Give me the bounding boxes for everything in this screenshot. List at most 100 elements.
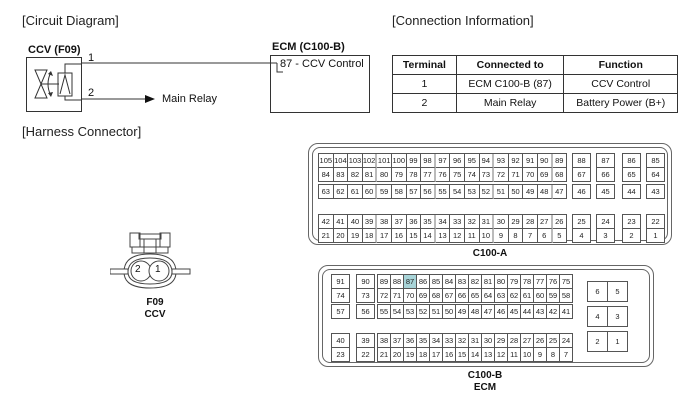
pin-22: 22 (357, 348, 375, 362)
pin-89: 89 (552, 154, 568, 168)
pin-54: 54 (450, 185, 465, 199)
pin-46: 46 (573, 185, 591, 199)
pin-77: 77 (421, 168, 436, 182)
pin-81: 81 (362, 168, 378, 182)
pin-21: 21 (319, 229, 334, 243)
ccv-pin-1 (148, 260, 170, 282)
pin-93: 93 (494, 154, 509, 168)
cell-terminal: 1 (392, 74, 457, 94)
pin-34: 34 (435, 215, 451, 229)
pin-25: 25 (573, 215, 591, 229)
pin-79: 79 (508, 275, 521, 289)
pin-24: 24 (597, 215, 615, 229)
table-row: 1 ECM C100-B (87) CCV Control (392, 74, 678, 94)
pin-29: 29 (495, 334, 508, 348)
pin-70: 70 (523, 168, 538, 182)
ccv-pin-2 (130, 260, 152, 282)
pin-56: 56 (421, 185, 436, 199)
pin-25: 25 (547, 334, 560, 348)
pin-52: 52 (417, 305, 430, 319)
pin-66: 66 (597, 168, 615, 182)
pin-49: 49 (523, 185, 538, 199)
pin-61: 61 (348, 185, 363, 199)
pin-39: 39 (362, 215, 378, 229)
pin-6: 6 (588, 282, 608, 302)
pin-96: 96 (450, 154, 465, 168)
pin-40: 40 (348, 215, 363, 229)
pin-26: 26 (552, 215, 568, 229)
pin-63: 63 (319, 185, 334, 199)
pin-1: 1 (647, 229, 665, 243)
pin-42: 42 (319, 215, 334, 229)
pin-72: 72 (494, 168, 509, 182)
c100b-connector-housing (318, 265, 654, 367)
pin-65: 65 (469, 289, 482, 303)
pin-16: 16 (391, 229, 407, 243)
c100b-left-mid: 56 (356, 304, 375, 319)
pin-14: 14 (421, 229, 436, 243)
pin-24: 24 (560, 334, 573, 348)
pin-19: 19 (348, 229, 363, 243)
pin-37: 37 (391, 215, 407, 229)
pin-86: 86 (623, 154, 641, 168)
pin-47: 47 (552, 185, 568, 199)
c100b-left-mid: 57 (331, 304, 350, 319)
ccv-component-label: CCV (F09) (28, 44, 81, 56)
pin-82: 82 (469, 275, 482, 289)
pin-8: 8 (547, 348, 560, 362)
pin-70: 70 (404, 289, 417, 303)
harness-connector-title: [Harness Connector] (22, 124, 142, 139)
ccv-pin-1-label: 1 (88, 52, 95, 64)
pin-38: 38 (378, 334, 391, 348)
pin-55: 55 (378, 305, 391, 319)
pin-74: 74 (464, 168, 480, 182)
pin-85: 85 (647, 154, 665, 168)
pin-65: 65 (623, 168, 641, 182)
pin-9: 9 (494, 229, 509, 243)
pin-23: 23 (623, 215, 641, 229)
pin-17: 17 (430, 348, 443, 362)
pin-83: 83 (333, 168, 349, 182)
pin-19: 19 (404, 348, 417, 362)
circuit-wires (82, 62, 283, 103)
pin-44: 44 (521, 305, 534, 319)
pin-69: 69 (417, 289, 430, 303)
pin-13: 13 (435, 229, 451, 243)
pin-30: 30 (482, 334, 495, 348)
pin-41: 41 (560, 305, 573, 319)
ccv-connector-id: F09 (146, 297, 164, 308)
pin-51: 51 (494, 185, 509, 199)
pin-76: 76 (547, 275, 560, 289)
pin-75: 75 (560, 275, 573, 289)
pin-69: 69 (537, 168, 553, 182)
pin-29: 29 (508, 215, 524, 229)
pin-30: 30 (494, 215, 509, 229)
pin-33: 33 (450, 215, 465, 229)
pin-103: 103 (348, 154, 363, 168)
pin-2: 2 (588, 332, 608, 352)
pin-44: 44 (623, 185, 641, 199)
pin-12: 12 (495, 348, 508, 362)
pin-33: 33 (443, 334, 456, 348)
pin-37: 37 (391, 334, 404, 348)
pin-64: 64 (647, 168, 665, 182)
pin-18: 18 (362, 229, 378, 243)
pin-35: 35 (421, 215, 436, 229)
pin-6: 6 (537, 229, 553, 243)
pin-101: 101 (377, 154, 392, 168)
pin-88: 88 (573, 154, 591, 168)
pin-5: 5 (608, 282, 628, 302)
pin-62: 62 (508, 289, 521, 303)
pin-60: 60 (362, 185, 378, 199)
c100a-side-mid: 45 (596, 184, 615, 199)
pin-54: 54 (391, 305, 404, 319)
pin-67: 67 (443, 289, 456, 303)
